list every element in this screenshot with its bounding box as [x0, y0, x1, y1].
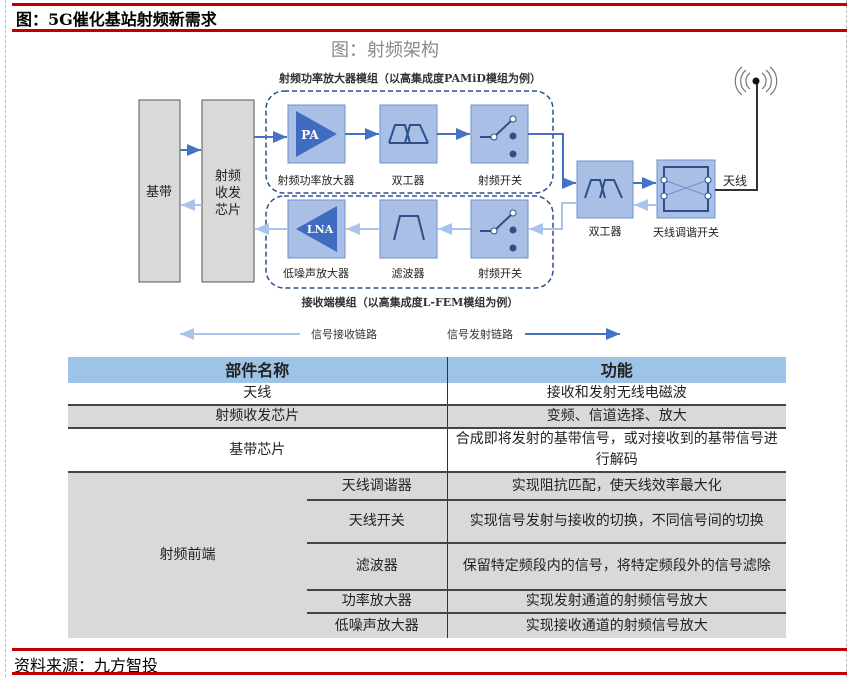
svg-text:LNA: LNA [307, 223, 334, 236]
svg-text:射频开关: 射频开关 [478, 173, 522, 187]
header-function: 功能 [446, 357, 787, 383]
rx-signal-path [181, 199, 657, 235]
source-note: 资料来源：九方智投 [14, 656, 159, 675]
pa-block: PA 射频功率放大器 [278, 104, 355, 187]
component-table: 部件名称 功能 天线 接收和发射无线电磁波 射频收发芯片 变频、信道选择、放大 … [68, 357, 787, 638]
group-name: 射频前端 [68, 471, 307, 638]
filter-icon [393, 215, 425, 241]
antenna-icon [752, 77, 760, 85]
svg-text:基带: 基带 [146, 185, 172, 200]
divider [12, 29, 847, 32]
legend-tx-label: 信号发射链路 [447, 327, 513, 341]
amplifier-icon [296, 206, 337, 252]
table-row: 天线开关 实现信号发射与接收的切换，不同信号间的切换 [68, 499, 787, 543]
table-row: 天线 接收和发射无线电磁波 [68, 383, 787, 405]
switch-icon [480, 115, 517, 158]
table-row: 射频前端 天线调谐器 实现阻抗匹配，使天线效率最大化 [68, 471, 787, 638]
transceiver-block: 射频 收发 芯片 [201, 99, 255, 283]
svg-text:天线调谐开关: 天线调谐开关 [653, 225, 719, 239]
tx-duplexer-block: 双工器 [379, 104, 438, 187]
page-border-left [5, 0, 6, 677]
duplexer-icon [584, 179, 623, 199]
legend: 信号接收链路 信号发射链路 [180, 327, 620, 341]
svg-text:芯片: 芯片 [215, 203, 241, 218]
rx-module-outline [265, 195, 554, 289]
rx-module-label: 接收端模组（以高集成度L-FEM模组为例） [302, 295, 519, 309]
diagram-title: 图：射频架构 [331, 40, 439, 61]
baseband-block: 基带 [138, 99, 181, 283]
antenna-tuner-block: 天线调谐开关 [653, 159, 719, 239]
divider [12, 672, 847, 675]
rf-architecture-diagram: 图：射频架构 射频功率放大器模组（以高集成度PAMiD模组为例） 接收端模组（以… [138, 40, 778, 341]
duplexer-block: 双工器 [576, 160, 634, 238]
switch-icon [480, 209, 517, 252]
svg-text:PA: PA [301, 128, 319, 142]
table-row: 功率放大器 实现发射通道的射频信号放大 [68, 589, 787, 613]
figure-title: 图：5G催化基站射频新需求 [16, 10, 217, 29]
svg-text:射频开关: 射频开关 [478, 266, 522, 280]
table-row: 基带芯片 合成即将发射的基带信号，或对接收到的基带信号进行解码 [68, 427, 787, 472]
svg-text:低噪声放大器: 低噪声放大器 [283, 266, 349, 280]
filter-block: 滤波器 [379, 199, 438, 280]
header-component-name: 部件名称 [68, 357, 448, 383]
legend-rx-label: 信号接收链路 [311, 327, 377, 341]
divider [12, 3, 847, 6]
page-border-right [846, 0, 847, 677]
antenna: 天线 [715, 66, 778, 191]
table-row: 射频收发芯片 变频、信道选择、放大 [68, 404, 787, 428]
svg-text:滤波器: 滤波器 [392, 267, 425, 280]
table-row: 低噪声放大器 实现接收通道的射频信号放大 [68, 612, 787, 638]
svg-text:收发: 收发 [215, 185, 241, 201]
amplifier-icon [296, 111, 337, 157]
lna-block: LNA 低噪声放大器 [283, 199, 349, 280]
tx-switch-block: 射频开关 [470, 104, 529, 187]
svg-text:双工器: 双工器 [589, 225, 622, 238]
tx-module-label: 射频功率放大器模组（以高集成度PAMiD模组为例） [278, 71, 541, 85]
table-row: 滤波器 保留特定频段内的信号，将特定频段外的信号滤除 [68, 542, 787, 590]
table-header: 部件名称 功能 [68, 357, 787, 383]
rx-switch-block: 射频开关 [470, 199, 529, 280]
divider [12, 648, 847, 651]
svg-text:射频: 射频 [215, 168, 241, 184]
svg-text:射频功率放大器: 射频功率放大器 [278, 173, 355, 187]
duplexer-icon [388, 124, 429, 144]
tx-module-outline [265, 90, 554, 194]
svg-text:天线: 天线 [723, 174, 747, 188]
svg-text:双工器: 双工器 [392, 174, 425, 187]
tx-signal-path [180, 128, 656, 189]
